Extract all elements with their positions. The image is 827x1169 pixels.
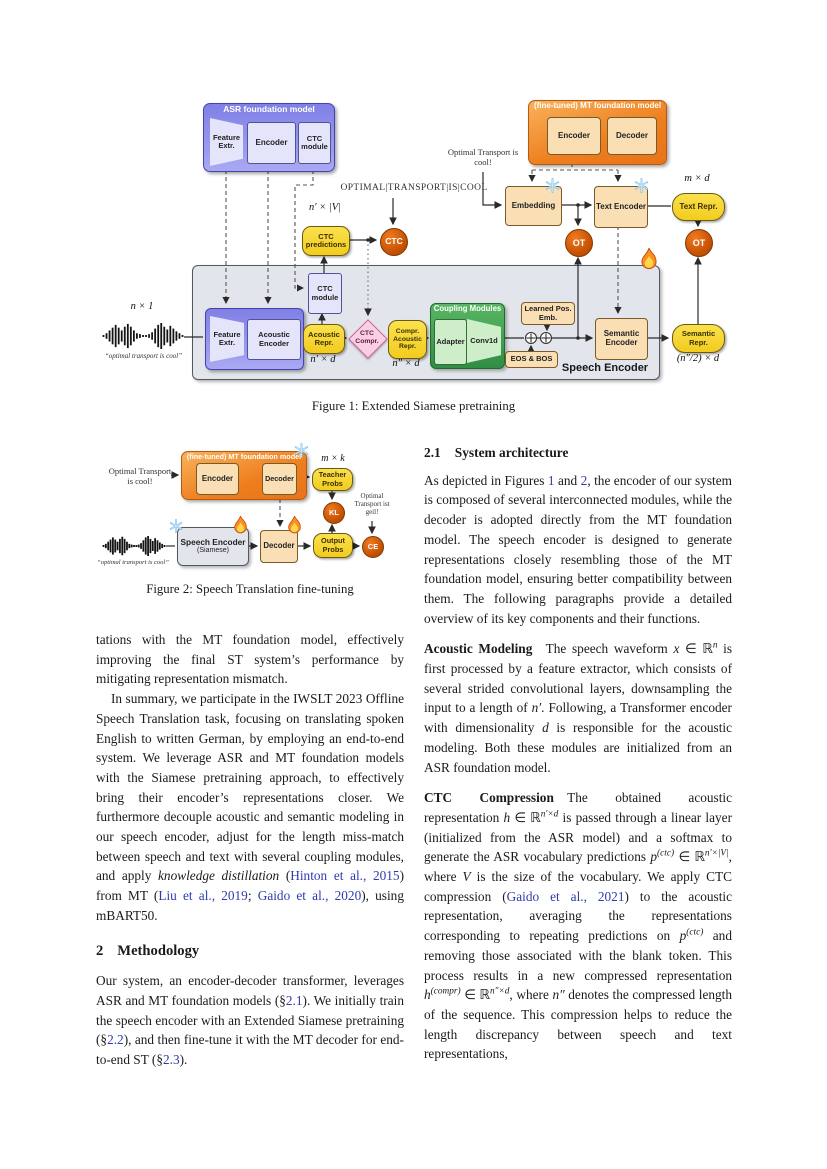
- mt-encoder: Encoder: [547, 117, 601, 155]
- citation-link[interactable]: 1: [547, 472, 555, 488]
- fire-icon: [233, 514, 248, 534]
- audio-transcript-label: “optimal transport is cool”: [104, 352, 183, 360]
- paragraph-acoustic-modeling: Acoustic Modeling The speech waveform x …: [424, 640, 733, 775]
- paragraph-ctc-compression: CTC Compression The obtained acoustic re…: [424, 790, 733, 1062]
- paragraph: In summary, we participate in the IWSLT …: [96, 691, 404, 923]
- asr-foundation-model-box: ASR foundation model Feature Extr. Encod…: [203, 103, 335, 172]
- st-decoder-node: Decoder: [260, 530, 298, 563]
- ctc-loss-node: CTC: [380, 228, 408, 256]
- siamese-label: (Siamese): [197, 547, 229, 555]
- mt-model-title: (fine-tuned) MT foundation model: [533, 101, 662, 110]
- subsection-number: 2.1: [424, 445, 441, 460]
- text-repr-node: Text Repr.: [672, 193, 725, 221]
- citation-link[interactable]: Hinton et al., 2015: [290, 868, 400, 884]
- ctc-predictions-node: CTC predictions: [302, 226, 350, 256]
- right-column: 2.1 System architecture As depicted in Fi…: [424, 443, 732, 1064]
- speech-encoder-label: Speech Encoder: [180, 536, 246, 547]
- kl-loss-node: KL: [323, 502, 345, 524]
- section-heading-methodology: 2 Methodology: [96, 942, 404, 962]
- ot-loss-node-2: OT: [685, 229, 713, 257]
- figure-2-caption: Figure 2: Speech Translation fine-tuning: [146, 582, 354, 596]
- citation-link[interactable]: Liu et al., 2019: [158, 888, 248, 904]
- citation-link[interactable]: Gaido et al., 2020: [257, 888, 362, 904]
- snowflake-icon: [169, 519, 183, 533]
- dim-predictions: n′ × |V|: [308, 202, 342, 213]
- connector-lines: [184, 163, 702, 353]
- dim-text-repr: m × d: [684, 173, 710, 184]
- citation-link[interactable]: Gaido et al., 2021: [506, 888, 625, 904]
- speech-encoder-label: Speech Encoder: [561, 361, 649, 374]
- paragraph: tations with the MT foundation model, ef…: [96, 632, 404, 687]
- text-input-label: Optimal Transport is cool!: [447, 147, 519, 167]
- figure-1-caption: Figure 1: Extended Siamese pretraining: [311, 399, 516, 413]
- ce-loss-node: CE: [362, 536, 384, 558]
- asr-encoder: Encoder: [247, 122, 296, 164]
- coupling-modules-title: Coupling Modules: [433, 304, 502, 313]
- se-ctc-module: CTC module: [308, 273, 342, 314]
- citation-link[interactable]: 2.3: [162, 1052, 180, 1068]
- dim-semantic-repr: (n″/2) × d: [676, 353, 720, 364]
- citation-link[interactable]: 2: [580, 472, 588, 488]
- snowflake-icon: [294, 443, 309, 458]
- dim-acoustic-repr: n′ × d: [310, 354, 336, 365]
- acoustic-repr-node: Acoustic Repr.: [303, 324, 345, 354]
- asr-feature-extractor: Feature Extr.: [210, 118, 243, 166]
- mt-decoder: Decoder: [607, 117, 657, 155]
- figure-2-diagram: Optimal Transport is cool! (fine-tuned) …: [96, 440, 396, 580]
- text-input-label: Optimal Transport is cool!: [108, 466, 172, 486]
- asr-ctc-module: CTC module: [298, 122, 331, 164]
- learned-pos-emb-node: Learned Pos. Emb.: [521, 302, 575, 325]
- snowflake-icon: [545, 178, 560, 193]
- subsection-title: System architecture: [454, 445, 569, 460]
- mt-encoder: Encoder: [196, 463, 239, 495]
- section-title: Methodology: [117, 942, 200, 959]
- se-feature-extractor: Feature Extr.: [210, 316, 244, 362]
- target-text-label: Optimal Transport ist geil!: [354, 492, 390, 517]
- subsection-heading-system-architecture: 2.1 System architecture: [424, 443, 732, 463]
- audio-waveform: [102, 322, 184, 350]
- citation-link[interactable]: 2.2: [107, 1032, 124, 1048]
- teacher-probs-node: Teacher Probs: [312, 468, 353, 491]
- ctc-target-string: OPTIMAL|TRANSPORT|IS|COOL: [340, 183, 488, 193]
- dim-compr-repr: n″ × d: [392, 358, 420, 369]
- adapter-node: Adapter: [434, 319, 467, 365]
- asr-model-title: ASR foundation model: [223, 104, 315, 114]
- eos-bos-node: EOS & BOS: [505, 351, 558, 368]
- figure-1-diagram: ASR foundation model Feature Extr. Encod…: [100, 90, 740, 390]
- mt-foundation-model-box: (fine-tuned) MT foundation model Encoder…: [528, 100, 667, 165]
- dim-teacher-probs: m × k: [321, 453, 345, 464]
- conv1d-node: Conv1d: [467, 319, 501, 363]
- ctc-compression-label: CTC Compr.: [355, 330, 379, 345]
- mt-decoder: Decoder: [262, 463, 297, 495]
- text-encoder-node: Text Encoder: [594, 186, 648, 228]
- paragraph: Our system, an encoder-decoder transform…: [96, 973, 404, 1068]
- audio-transcript-label: “optimal transport is cool”: [97, 559, 169, 566]
- mt-model-title: (fine-tuned) MT foundation model: [186, 452, 302, 461]
- ot-loss-node-1: OT: [565, 229, 593, 257]
- siamese-speech-encoder-box: Speech Encoder (Siamese): [177, 527, 249, 566]
- fire-icon: [287, 514, 302, 534]
- mt-foundation-model-box: (fine-tuned) MT foundation model Encoder…: [181, 451, 307, 500]
- semantic-repr-node: Semantic Repr.: [672, 324, 725, 353]
- fire-icon: [640, 246, 658, 270]
- acoustic-block: Feature Extr. Acoustic Encoder: [205, 308, 304, 370]
- semantic-encoder-node: Semantic Encoder: [595, 318, 648, 360]
- paragraph: As depicted in Figures 1 and 2, the enco…: [424, 472, 732, 626]
- dim-audio-input: n × 1: [130, 301, 154, 312]
- section-number: 2: [96, 942, 104, 959]
- acoustic-encoder-node: Acoustic Encoder: [247, 319, 301, 360]
- coupling-modules-box: Coupling Modules Adapter Conv1d: [430, 303, 505, 369]
- left-column: tations with the MT foundation model, ef…: [96, 630, 404, 1070]
- citation-link[interactable]: 2.1: [285, 992, 303, 1008]
- audio-waveform: [102, 535, 166, 557]
- compr-acoustic-repr-node: Compr. Acoustic Repr.: [388, 320, 427, 359]
- output-probs-node: Output Probs: [313, 533, 353, 558]
- snowflake-icon: [634, 178, 649, 193]
